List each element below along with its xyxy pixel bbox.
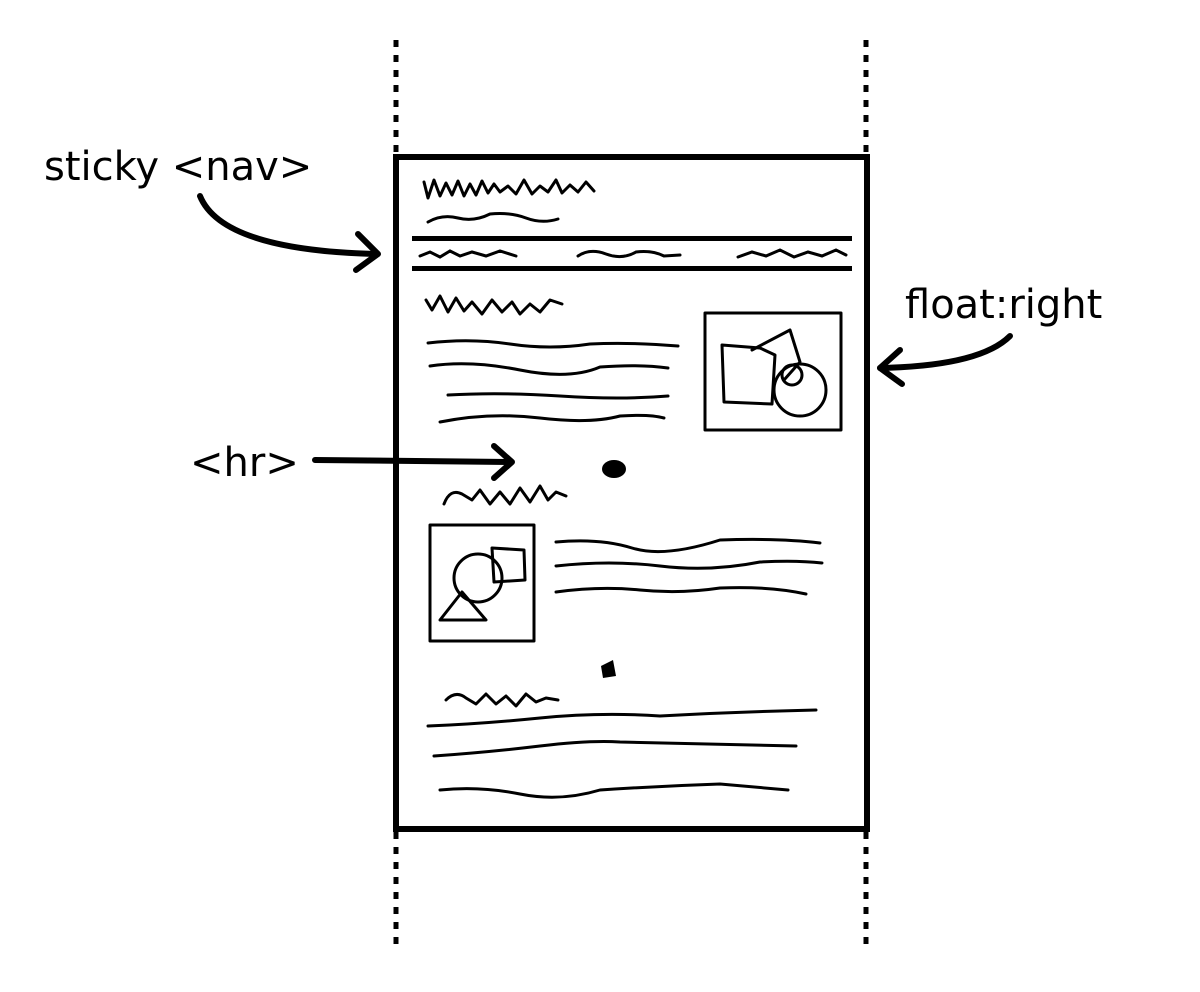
- annotations: sticky <nav> float:right <hr>: [44, 144, 1102, 486]
- image-triangle-shape: [438, 590, 488, 622]
- article-three: [426, 692, 818, 799]
- article-one-heading-scribble: [424, 294, 564, 316]
- float-right-image-shapes: [720, 328, 828, 418]
- nav-top-border: [412, 236, 852, 241]
- nav-arrowhead: [353, 231, 381, 273]
- article-two-text-line: [554, 559, 824, 570]
- float-arrow: [877, 333, 1013, 371]
- page-frame: [393, 154, 870, 832]
- image-triangle-shape: [750, 328, 802, 382]
- article-one-text-line: [446, 392, 670, 400]
- article-three-text-line: [438, 782, 790, 799]
- image-square-shape: [490, 546, 527, 584]
- nav-bottom-border: [412, 266, 852, 271]
- article-two-text-line: [554, 537, 822, 554]
- article-two-text-line: [554, 586, 808, 596]
- page-header: [422, 178, 596, 224]
- nav-link-2-scribble: [576, 249, 682, 259]
- article-two: [428, 484, 824, 643]
- hr-divider-2: [601, 660, 616, 678]
- article-three-text-line: [426, 708, 818, 728]
- article-one: [424, 294, 843, 432]
- hr-arrowhead: [491, 443, 515, 481]
- article-one-text-line: [438, 413, 666, 424]
- annotation-sticky-nav: sticky <nav>: [44, 144, 312, 190]
- nav-link-3-scribble: [736, 248, 848, 259]
- article-three-text-line: [432, 740, 798, 758]
- image-circle-shape: [452, 552, 504, 604]
- site-subtitle-scribble: [426, 212, 560, 224]
- annotation-hr: <hr>: [190, 440, 299, 486]
- article-three-heading-scribble: [444, 692, 560, 708]
- sticky-nav: [412, 236, 852, 271]
- article-two-heading-scribble: [442, 484, 568, 506]
- image-small-circle-shape: [780, 363, 804, 387]
- nav-arrow: [197, 193, 378, 257]
- hr-divider-1: [602, 460, 626, 478]
- nav-link-1-scribble: [418, 249, 518, 259]
- article-one-text-line: [428, 362, 670, 376]
- annotation-float-right: float:right: [905, 282, 1102, 328]
- arrows: [197, 193, 1013, 481]
- site-title-scribble: [422, 178, 596, 200]
- float-left-image: [428, 523, 536, 643]
- image-circle-shape: [772, 362, 828, 418]
- viewport-guides: [393, 40, 869, 950]
- float-left-image-shapes: [438, 546, 527, 622]
- article-one-text-line: [426, 339, 680, 349]
- float-arrowhead: [877, 347, 905, 387]
- hr-arrow: [312, 457, 513, 465]
